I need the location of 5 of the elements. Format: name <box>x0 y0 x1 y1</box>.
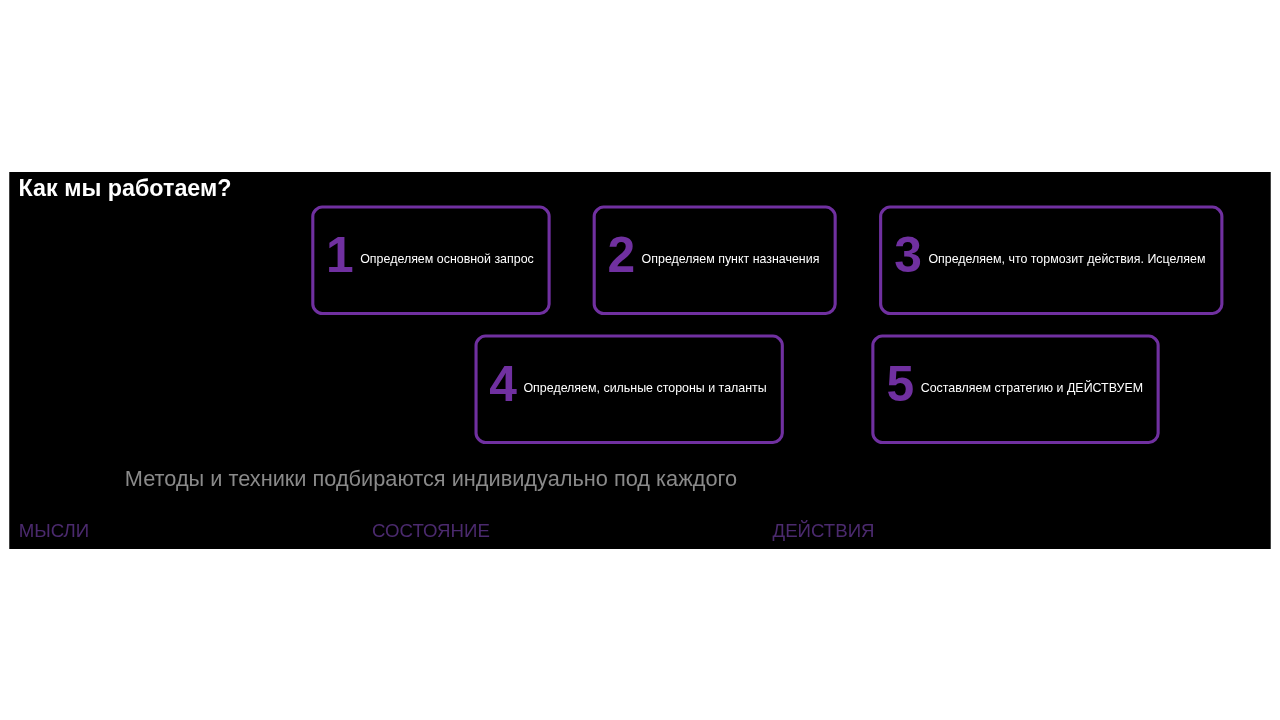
diagram-title: Как мы работаем? <box>18 174 232 201</box>
label: ДЕЙСТВИЯ <box>772 519 875 541</box>
label: МЫСЛИ <box>18 519 90 541</box>
label: Методы и техники подбираются индивидуально под каждого <box>124 465 738 491</box>
label: СОСТОЯНИЕ <box>372 519 490 541</box>
